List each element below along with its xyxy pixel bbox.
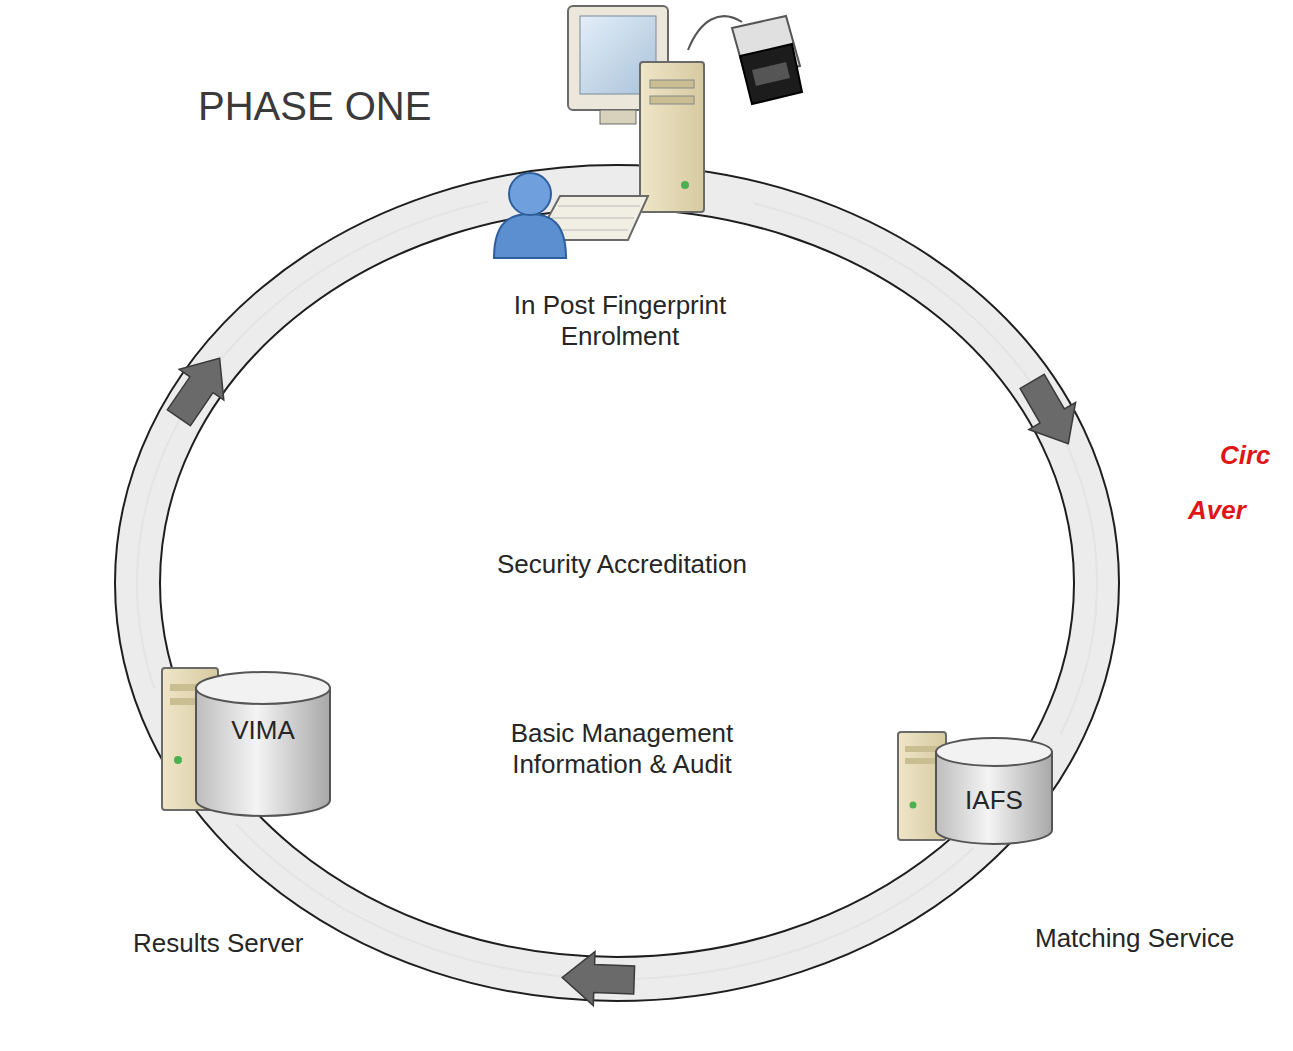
center-label: Security Accreditation (492, 549, 752, 580)
node-caption: Results Server (133, 928, 373, 959)
flow-arrow (137, 201, 489, 688)
cut-off-note: Aver (1188, 495, 1246, 526)
center-label: Basic Management Information & Audit (487, 718, 757, 780)
server-node: IAFSMatching Service (895, 715, 1060, 847)
node-label: IAFS (935, 785, 1053, 816)
flow-arrow (753, 203, 1097, 734)
cut-off-note: Circ (1220, 440, 1271, 471)
diagram-title: PHASE ONE (198, 84, 431, 129)
results-server-icon (162, 668, 330, 816)
fingerprint-scanner-icon (732, 16, 802, 104)
ring-band (115, 165, 1119, 1001)
workstation-node: In Post Fingerprint Enrolment (490, 40, 750, 340)
matching-server-icon (898, 732, 1052, 844)
person-icon (494, 173, 566, 258)
node-label: In Post Fingerprint Enrolment (490, 290, 750, 352)
node-label: VIMA (195, 715, 331, 746)
flow-arrow (236, 824, 974, 1006)
node-caption: Matching Service (1035, 923, 1275, 954)
server-node: VIMAResults Server (155, 655, 335, 823)
workstation-icon (536, 6, 742, 240)
